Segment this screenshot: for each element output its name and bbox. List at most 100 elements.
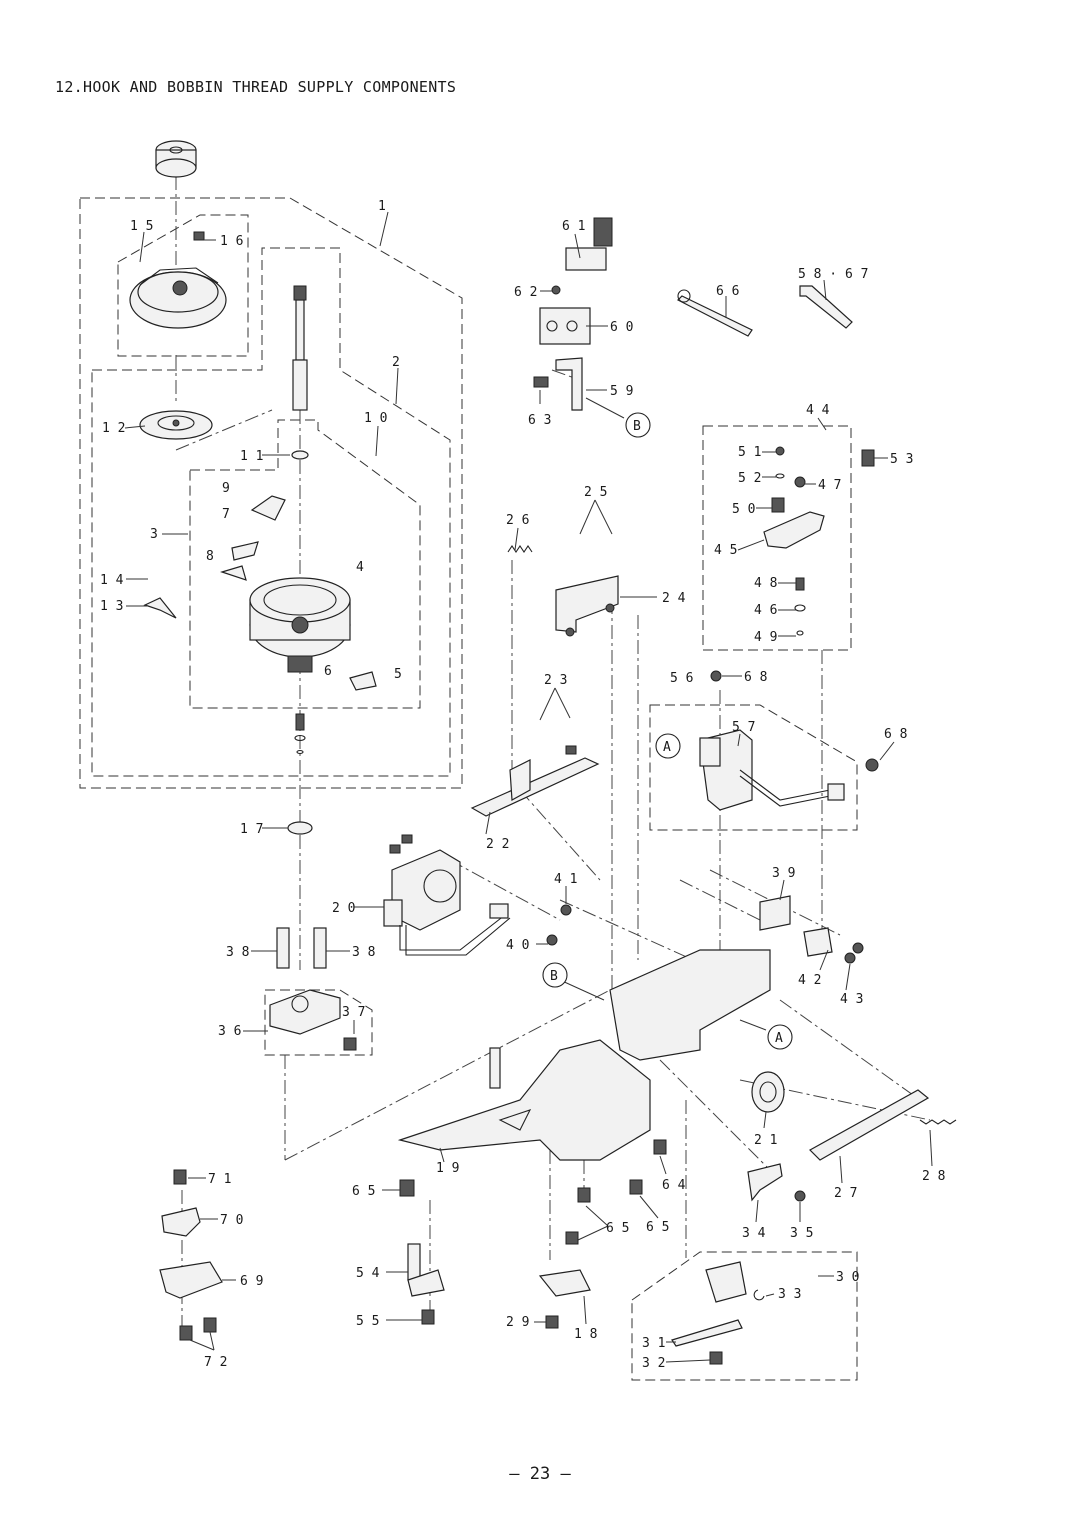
assembly-10-boundary xyxy=(189,419,421,709)
callout-41: 4 1 xyxy=(554,872,577,887)
callout-65-mid: 6 5 xyxy=(606,1221,629,1236)
callout-43: 4 3 xyxy=(840,992,863,1007)
leader-lines xyxy=(124,211,933,1363)
callout-31: 3 1 xyxy=(642,1336,665,1351)
callout-65-right: 6 5 xyxy=(646,1220,669,1235)
assembly-56-boundary xyxy=(649,704,858,831)
callout-1: 1 xyxy=(378,199,386,214)
bracket-24-part xyxy=(507,545,619,637)
callout-3: 3 xyxy=(150,527,158,542)
callout-14: 1 4 xyxy=(100,573,124,588)
callout-32: 3 2 xyxy=(642,1356,665,1371)
connector-b-left: B xyxy=(550,969,558,984)
callout-68-right: 6 8 xyxy=(884,727,907,742)
callout-26: 2 6 xyxy=(506,513,529,528)
callout-71: 7 1 xyxy=(208,1172,231,1187)
cable-tie-part xyxy=(676,285,853,337)
callout-48: 4 8 xyxy=(754,576,777,591)
assembly-36-boundary xyxy=(264,989,373,1056)
callout-42: 4 2 xyxy=(798,973,821,988)
callout-47: 4 7 xyxy=(818,478,841,493)
assembly-1-boundary xyxy=(79,197,463,789)
assembly-44-boundary xyxy=(702,425,852,651)
holder-69-part xyxy=(159,1169,223,1341)
callout-20: 2 0 xyxy=(332,901,355,916)
callout-60: 6 0 xyxy=(610,320,633,335)
main-frame-part xyxy=(546,895,864,1061)
callout-65-left: 6 5 xyxy=(352,1184,375,1199)
callout-22: 2 2 xyxy=(486,837,509,852)
bobbin-case-part xyxy=(129,231,227,329)
callout-66: 6 6 xyxy=(716,284,739,299)
callout-30: 3 0 xyxy=(836,1270,859,1285)
rotary-hook-part xyxy=(143,495,377,691)
callout-29: 2 9 xyxy=(506,1315,529,1330)
callout-21: 2 1 xyxy=(754,1133,777,1148)
callout-35: 3 5 xyxy=(790,1226,813,1241)
base-plate-part xyxy=(397,1039,667,1245)
callout-28: 2 8 xyxy=(922,1169,945,1184)
callout-12: 1 2 xyxy=(102,421,125,436)
callout-49: 4 9 xyxy=(754,630,777,645)
callout-labels: 1 2 3 4 5 6 7 8 9 1 0 1 1 1 2 1 3 1 4 1 … xyxy=(100,199,945,1371)
callout-33: 3 3 xyxy=(778,1287,801,1302)
callout-69: 6 9 xyxy=(240,1274,263,1289)
callout-17: 1 7 xyxy=(240,822,263,837)
callout-5: 5 xyxy=(394,667,402,682)
connector-a-left: A xyxy=(663,740,671,755)
assembly-2-boundary xyxy=(91,247,451,777)
callout-53: 5 3 xyxy=(890,452,913,467)
assembly-30-boundary xyxy=(631,1251,858,1381)
callout-54: 5 4 xyxy=(356,1266,380,1281)
callout-11: 1 1 xyxy=(240,449,263,464)
callout-46: 4 6 xyxy=(754,603,777,618)
callout-62: 6 2 xyxy=(514,285,537,300)
callout-40: 4 0 xyxy=(506,938,529,953)
callout-70: 7 0 xyxy=(220,1213,243,1228)
connector-markers: B B A A xyxy=(542,412,793,1050)
callout-61: 6 1 xyxy=(562,219,585,234)
assembly-boundaries xyxy=(79,197,858,1381)
parts xyxy=(129,140,957,1365)
stopper-54-part xyxy=(407,1243,445,1325)
callout-16: 1 6 xyxy=(220,234,243,249)
sensor-bracket-57-part xyxy=(699,670,879,811)
callout-9: 9 xyxy=(222,481,230,496)
bracket-34-part xyxy=(747,1163,806,1202)
hook-shaft-part xyxy=(291,285,309,460)
callout-10: 1 0 xyxy=(364,411,387,426)
callout-2: 2 xyxy=(392,355,400,370)
callout-24: 2 4 xyxy=(662,591,686,606)
callout-18: 1 8 xyxy=(574,1327,597,1342)
bracket-22-part xyxy=(470,745,600,817)
callout-13: 1 3 xyxy=(100,599,123,614)
bobbin-part xyxy=(155,140,197,178)
callout-56: 5 6 xyxy=(670,671,693,686)
plate-part xyxy=(139,410,213,440)
callout-58-67: 5 8 · 6 7 xyxy=(798,267,868,282)
callout-15: 1 5 xyxy=(130,219,153,234)
alignment-lines xyxy=(175,176,931,1340)
sensor-bracket-part xyxy=(533,217,613,411)
callout-36: 3 6 xyxy=(218,1024,241,1039)
connector-a-right: A xyxy=(775,1031,783,1046)
assembly-15-boundary xyxy=(117,214,249,357)
callout-7: 7 xyxy=(222,507,230,522)
callout-64: 6 4 xyxy=(662,1178,686,1193)
gear-shaft-part xyxy=(751,1071,957,1161)
callout-45: 4 5 xyxy=(714,543,737,558)
callout-38-left: 3 8 xyxy=(226,945,249,960)
stepper-motor-part xyxy=(383,834,511,956)
callout-51: 5 1 xyxy=(738,445,761,460)
connector-b-top: B xyxy=(633,419,641,434)
callout-57: 5 7 xyxy=(732,720,755,735)
tension-assembly-part xyxy=(763,446,875,636)
callout-38-right: 3 8 xyxy=(352,945,375,960)
callout-27: 2 7 xyxy=(834,1186,857,1201)
spring-plate-18-part xyxy=(538,1269,591,1329)
page-title: 12.HOOK AND BOBBIN THREAD SUPPLY COMPONE… xyxy=(55,78,457,96)
callout-8: 8 xyxy=(206,549,214,564)
callout-55: 5 5 xyxy=(356,1314,379,1329)
callout-44: 4 4 xyxy=(806,403,830,418)
